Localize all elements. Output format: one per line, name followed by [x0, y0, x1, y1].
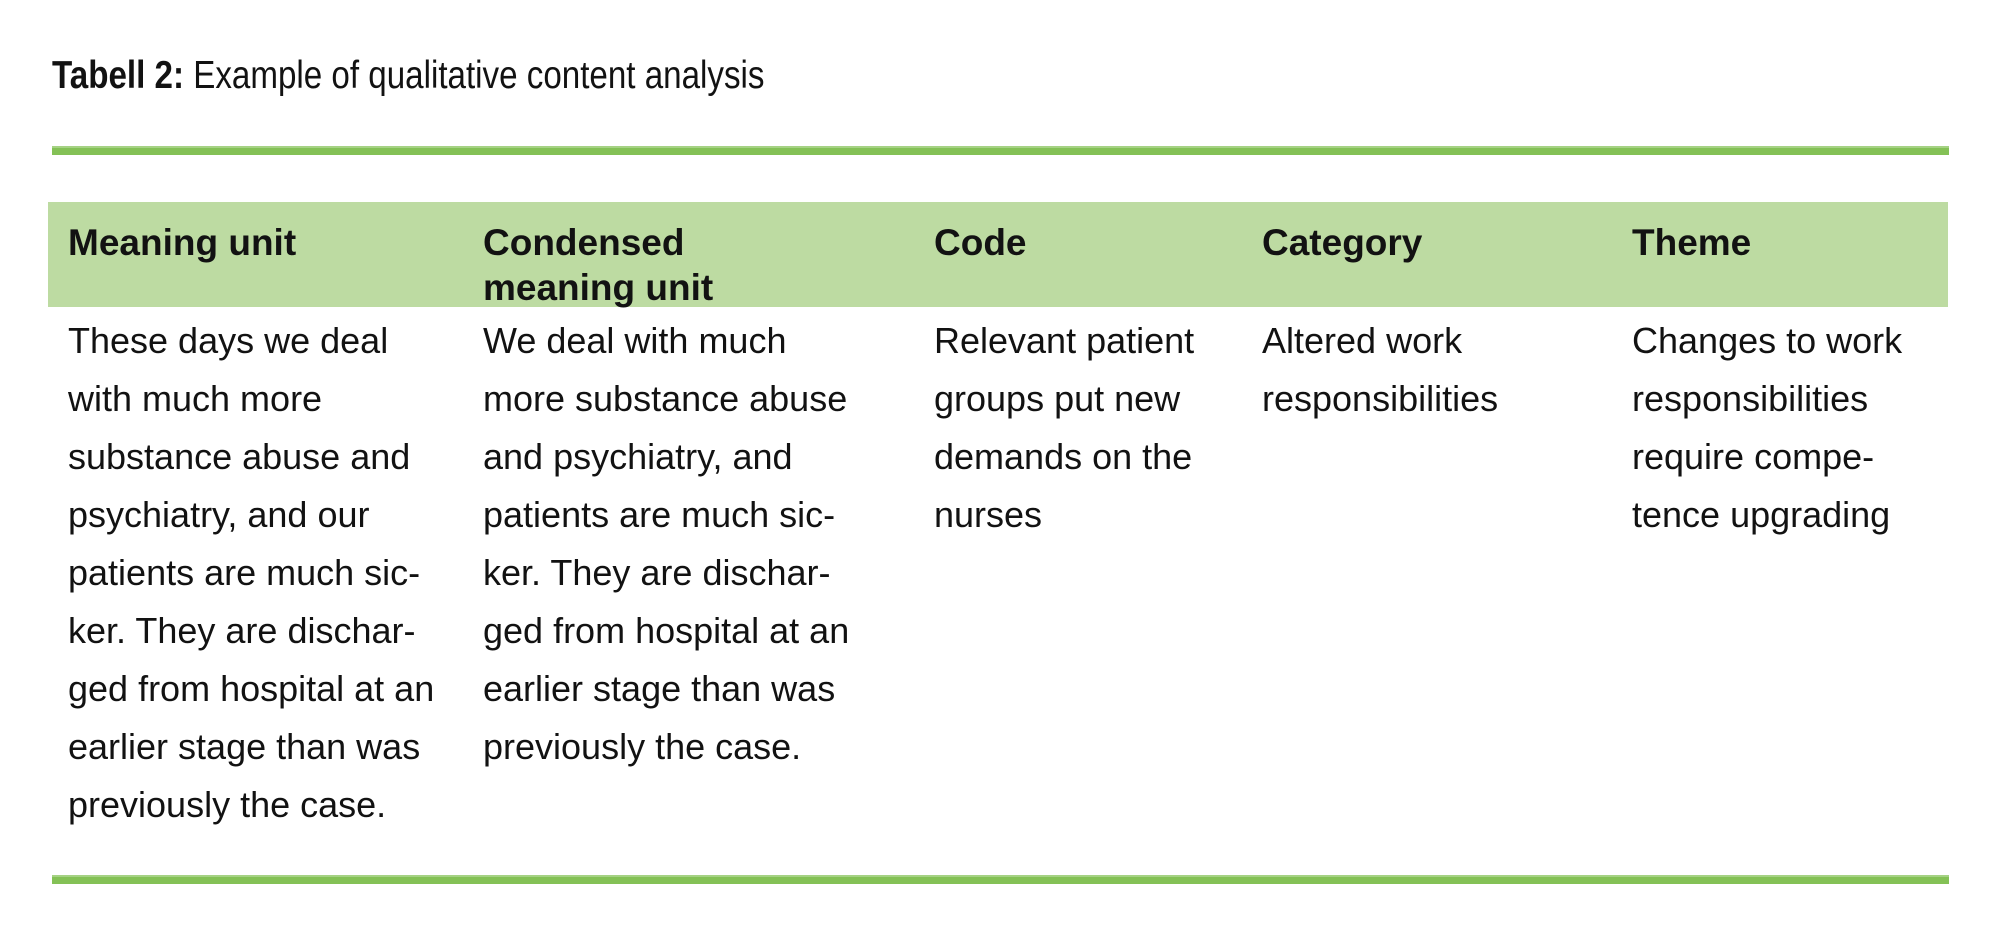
top-rule [52, 146, 1949, 155]
column-header-code: Code [934, 222, 1027, 263]
cell-theme: Changes to work responsibilities require… [1632, 320, 1903, 535]
table-caption: Tabell 2: Example of qualitative content… [52, 52, 764, 100]
bottom-rule [52, 875, 1949, 884]
cell-meaning-unit: These days we deal with much more substa… [68, 320, 435, 825]
cell-code: Relevant patient groups put new demands … [934, 320, 1195, 535]
column-header-condensed-meaning-unit: Condensed meaning unit [483, 222, 714, 308]
column-header-theme: Theme [1632, 222, 1752, 263]
column-header-meaning-unit: Meaning unit [68, 222, 297, 263]
column-header-category: Category [1262, 222, 1423, 263]
table-caption-label: Tabell 2: [52, 54, 185, 97]
cell-category: Altered work responsibilities [1262, 320, 1499, 419]
cell-condensed-meaning-unit: We deal with much more substance abuse a… [483, 320, 850, 767]
table-header-row [48, 202, 1948, 307]
table-caption-text: Example of qualitative content analysis [184, 54, 765, 97]
